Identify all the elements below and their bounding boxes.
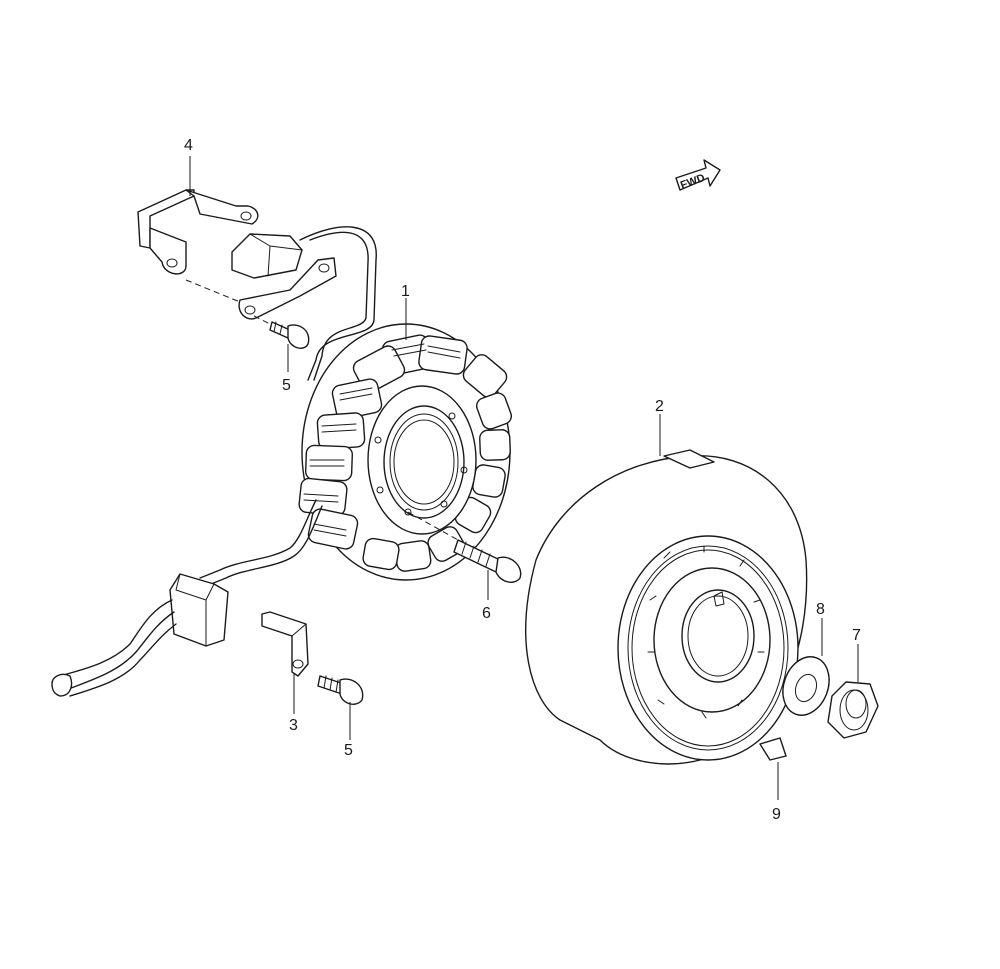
callout-2: 2 xyxy=(655,398,664,456)
part-2-flywheel-rotor xyxy=(525,449,808,765)
callout-4: 4 xyxy=(184,137,193,196)
callout-5-top: 5 xyxy=(282,344,291,394)
callout-8-label: 8 xyxy=(816,601,825,618)
callout-5-top-label: 5 xyxy=(282,377,291,394)
pickup-sensor xyxy=(231,226,377,381)
fwd-arrow-icon: FWD xyxy=(675,159,721,192)
callout-5-bottom: 5 xyxy=(344,702,353,759)
callout-9: 9 xyxy=(772,762,781,823)
part-4-bracket xyxy=(137,189,259,303)
callout-9-label: 9 xyxy=(772,806,781,823)
part-7-nut xyxy=(827,681,879,739)
callout-1-label: 1 xyxy=(401,283,410,300)
part-5-screw-bottom xyxy=(317,675,364,705)
callout-6-label: 6 xyxy=(482,605,491,622)
callout-1: 1 xyxy=(401,283,410,340)
callout-3: 3 xyxy=(289,674,298,734)
callout-5-bottom-label: 5 xyxy=(344,742,353,759)
part-8-washer xyxy=(782,656,830,716)
callout-7: 7 xyxy=(852,627,861,682)
callout-8: 8 xyxy=(816,601,825,656)
part-6-bolt xyxy=(407,511,522,583)
stator-wire-harness xyxy=(51,499,323,697)
callout-6: 6 xyxy=(482,570,491,622)
callout-3-label: 3 xyxy=(289,717,298,734)
callout-2-label: 2 xyxy=(655,398,664,415)
part-9-key xyxy=(759,737,787,761)
part-1-stator xyxy=(298,323,513,581)
part-3-clamp xyxy=(261,611,309,677)
callout-4-label: 4 xyxy=(184,137,193,154)
part-5-screw-top xyxy=(253,315,310,349)
callout-7-label: 7 xyxy=(852,627,861,644)
